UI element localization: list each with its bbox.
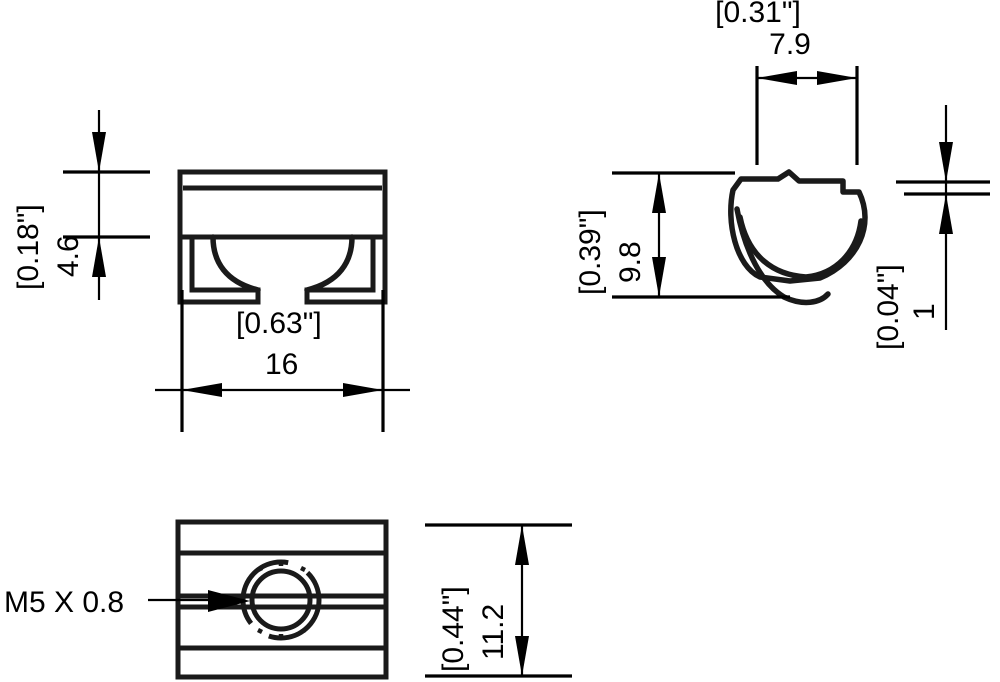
thread-spec-label: M5 X 0.8 — [4, 586, 124, 619]
dim-1-inch: [0.04"] — [872, 264, 905, 350]
dimension-height-4-6: [0.18"] 4.6 — [12, 110, 150, 300]
dim-16-inch: [0.63"] — [236, 307, 322, 340]
dim-16-metric: 16 — [265, 348, 298, 381]
side-profile-geometry — [728, 169, 868, 306]
dim-11-2-metric: 11.2 — [477, 604, 510, 660]
dim-4-6-metric: 4.6 — [52, 235, 85, 277]
dim-9-8-inch: [0.39"] — [574, 209, 607, 295]
dim-11-2-inch: [0.44"] — [437, 586, 470, 672]
thread-crest-marks — [256, 562, 307, 638]
dimension-thickness-1: [0.04"] 1 — [872, 105, 990, 350]
dim-1-metric: 1 — [908, 303, 941, 320]
dim-7-9-inch: [0.31"] — [715, 0, 801, 29]
dimension-height-9-8: [0.39"] 9.8 — [574, 171, 790, 299]
dim-4-6-inch: [0.18"] — [12, 204, 45, 290]
dimension-width-7-9: [0.31"] 7.9 — [715, 0, 859, 165]
callout-thread-spec: M5 X 0.8 — [4, 586, 250, 619]
dimension-height-11-2: [0.44"] 11.2 — [425, 523, 572, 678]
front-view-geometry — [177, 169, 388, 305]
dimension-width-16: [0.63"] 16 — [155, 290, 410, 432]
dim-7-9-metric: 7.9 — [769, 28, 811, 61]
dim-9-8-metric: 9.8 — [614, 241, 647, 283]
